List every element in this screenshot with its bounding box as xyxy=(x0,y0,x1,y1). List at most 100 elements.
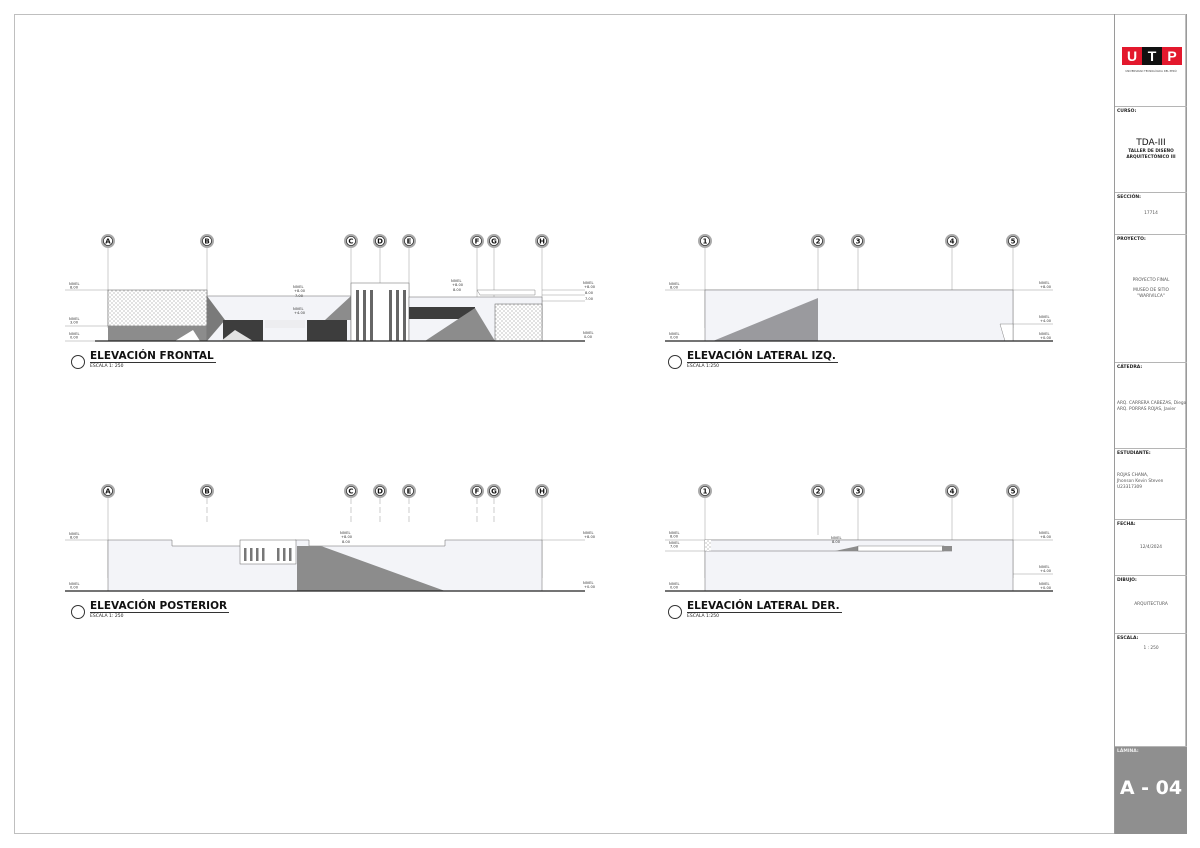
svg-text:+8.00: +8.00 xyxy=(294,289,306,293)
title-marker-circle xyxy=(668,605,682,619)
catedra-cell: CÁTEDRA: ARQ. CARRERA CABEZAS, Diego ARQ… xyxy=(1115,363,1187,449)
svg-text:3.00: 3.00 xyxy=(70,321,79,325)
curso-cell: CURSO: TDA-III TALLER DE DISEÑO ARQUITEC… xyxy=(1115,107,1187,193)
drawing-sheet: A B C D E F G H xyxy=(14,14,1187,834)
svg-text:4: 4 xyxy=(950,488,955,496)
svg-text:8.00: 8.00 xyxy=(585,291,594,295)
title-marker-circle xyxy=(668,355,682,369)
svg-text:1: 1 xyxy=(703,488,708,496)
svg-text:E: E xyxy=(407,488,412,496)
svg-text:NIVEL: NIVEL xyxy=(669,531,679,535)
svg-text:+0.00: +0.00 xyxy=(1040,586,1052,590)
svg-text:+0.00: +0.00 xyxy=(584,585,595,589)
title-block: U T P UNIVERSIDAD TECNOLÓGICA DEL PERÚ C… xyxy=(1114,14,1187,834)
svg-text:2: 2 xyxy=(816,488,821,496)
svg-text:8.00: 8.00 xyxy=(70,536,79,540)
svg-text:8.00: 8.00 xyxy=(832,540,841,544)
svg-text:+8.00: +8.00 xyxy=(341,535,353,539)
svg-text:+0.00: +0.00 xyxy=(1040,336,1052,340)
svg-text:3: 3 xyxy=(856,238,861,246)
svg-text:3: 3 xyxy=(856,488,861,496)
elevation-lateral-der-drawing: 1 2 3 4 5 NIVEL 8.00 NIVEL 7.00 xyxy=(665,484,1053,592)
svg-text:+4.00: +4.00 xyxy=(1040,569,1052,573)
svg-text:0.00: 0.00 xyxy=(70,586,79,590)
svg-text:NIVEL: NIVEL xyxy=(451,279,461,283)
svg-text:5: 5 xyxy=(1011,488,1016,496)
svg-text:C: C xyxy=(348,238,353,246)
svg-text:NIVEL: NIVEL xyxy=(669,332,679,336)
svg-text:F: F xyxy=(475,488,480,496)
svg-text:B: B xyxy=(204,238,209,246)
svg-text:NIVEL: NIVEL xyxy=(1039,315,1049,319)
svg-text:NIVEL: NIVEL xyxy=(1039,582,1049,586)
svg-text:+4.00: +4.00 xyxy=(1040,319,1052,323)
svg-text:+8.00: +8.00 xyxy=(584,535,595,539)
svg-text:C: C xyxy=(348,488,353,496)
svg-text:1: 1 xyxy=(703,238,708,246)
svg-text:NIVEL: NIVEL xyxy=(1039,281,1049,285)
svg-text:NIVEL: NIVEL xyxy=(69,532,79,536)
svg-text:+8.00: +8.00 xyxy=(452,283,464,287)
svg-text:8.00: 8.00 xyxy=(342,540,351,544)
svg-text:+8.00: +8.00 xyxy=(1040,285,1052,289)
dibujo-cell: DIBUJO: ARQUITECTURA xyxy=(1115,576,1187,634)
title-marker-circle xyxy=(71,355,85,369)
svg-text:B: B xyxy=(204,488,209,496)
svg-text:H: H xyxy=(539,488,545,496)
svg-text:+8.00: +8.00 xyxy=(584,285,595,289)
drawing-area: A B C D E F G H xyxy=(15,15,1115,833)
svg-text:NIVEL: NIVEL xyxy=(1039,332,1049,336)
svg-text:F: F xyxy=(475,238,480,246)
svg-text:0.00: 0.00 xyxy=(584,335,593,339)
svg-text:+4.00: +4.00 xyxy=(294,311,306,315)
svg-text:NIVEL: NIVEL xyxy=(1039,531,1049,535)
proyecto-cell: PROYECTO: PROYECTO FINAL MUSEO DE SITIO … xyxy=(1115,235,1187,363)
svg-text:+8.00: +8.00 xyxy=(1040,535,1052,539)
elevation-posterior-drawing: A B C D E F G H NIVEL xyxy=(65,484,595,592)
svg-text:NIVEL: NIVEL xyxy=(669,541,679,545)
utp-logo: U T P xyxy=(1122,47,1182,65)
svg-text:NIVEL: NIVEL xyxy=(583,331,593,335)
svg-text:0.00: 0.00 xyxy=(70,336,79,340)
svg-text:H: H xyxy=(539,238,545,246)
svg-text:7.00: 7.00 xyxy=(295,294,304,298)
svg-text:A: A xyxy=(105,238,111,246)
svg-text:G: G xyxy=(491,488,497,496)
svg-text:0.00: 0.00 xyxy=(670,336,679,340)
svg-text:D: D xyxy=(377,238,383,246)
svg-text:0.00: 0.00 xyxy=(670,586,679,590)
estudiante-cell: ESTUDIANTE: ROJAS CHANA, Jhonson Kevin S… xyxy=(1115,449,1187,520)
svg-text:NIVEL: NIVEL xyxy=(583,531,593,535)
elevation-frontal-drawing: A B C D E F G H xyxy=(65,234,595,342)
svg-text:NIVEL: NIVEL xyxy=(293,285,303,289)
logo-cell: U T P UNIVERSIDAD TECNOLÓGICA DEL PERÚ xyxy=(1115,14,1187,107)
svg-text:NIVEL: NIVEL xyxy=(69,317,79,321)
svg-text:G: G xyxy=(491,238,497,246)
svg-text:D: D xyxy=(377,488,383,496)
svg-text:NIVEL: NIVEL xyxy=(583,581,593,585)
svg-text:E: E xyxy=(407,238,412,246)
svg-text:8.00: 8.00 xyxy=(670,286,679,290)
title-marker-circle xyxy=(71,605,85,619)
lamina-cell: LÁMINA: A - 04 xyxy=(1115,747,1187,834)
svg-text:NIVEL: NIVEL xyxy=(293,307,303,311)
svg-text:NIVEL: NIVEL xyxy=(69,582,79,586)
svg-text:NIVEL: NIVEL xyxy=(831,536,841,540)
svg-text:NIVEL: NIVEL xyxy=(669,282,679,286)
svg-text:4: 4 xyxy=(950,238,955,246)
svg-text:7.00: 7.00 xyxy=(585,297,594,301)
svg-text:2: 2 xyxy=(816,238,821,246)
svg-text:5: 5 xyxy=(1011,238,1016,246)
svg-text:NIVEL: NIVEL xyxy=(69,332,79,336)
escala-cell: ESCALA: 1 : 250 xyxy=(1115,634,1187,747)
svg-text:A: A xyxy=(105,488,111,496)
svg-text:NIVEL: NIVEL xyxy=(69,282,79,286)
svg-text:NIVEL: NIVEL xyxy=(1039,565,1049,569)
svg-text:8.00: 8.00 xyxy=(670,535,679,539)
axis-bubbles xyxy=(101,234,549,248)
svg-text:8.00: 8.00 xyxy=(70,286,79,290)
elevation-lateral-izq-drawing: 1 2 3 4 5 NIVEL 8.00 NIVEL 0.00 NIVEL +8… xyxy=(665,234,1053,342)
svg-text:NIVEL: NIVEL xyxy=(583,281,593,285)
seccion-cell: SECCIÓN: 17714 xyxy=(1115,193,1187,235)
svg-text:NIVEL: NIVEL xyxy=(669,582,679,586)
